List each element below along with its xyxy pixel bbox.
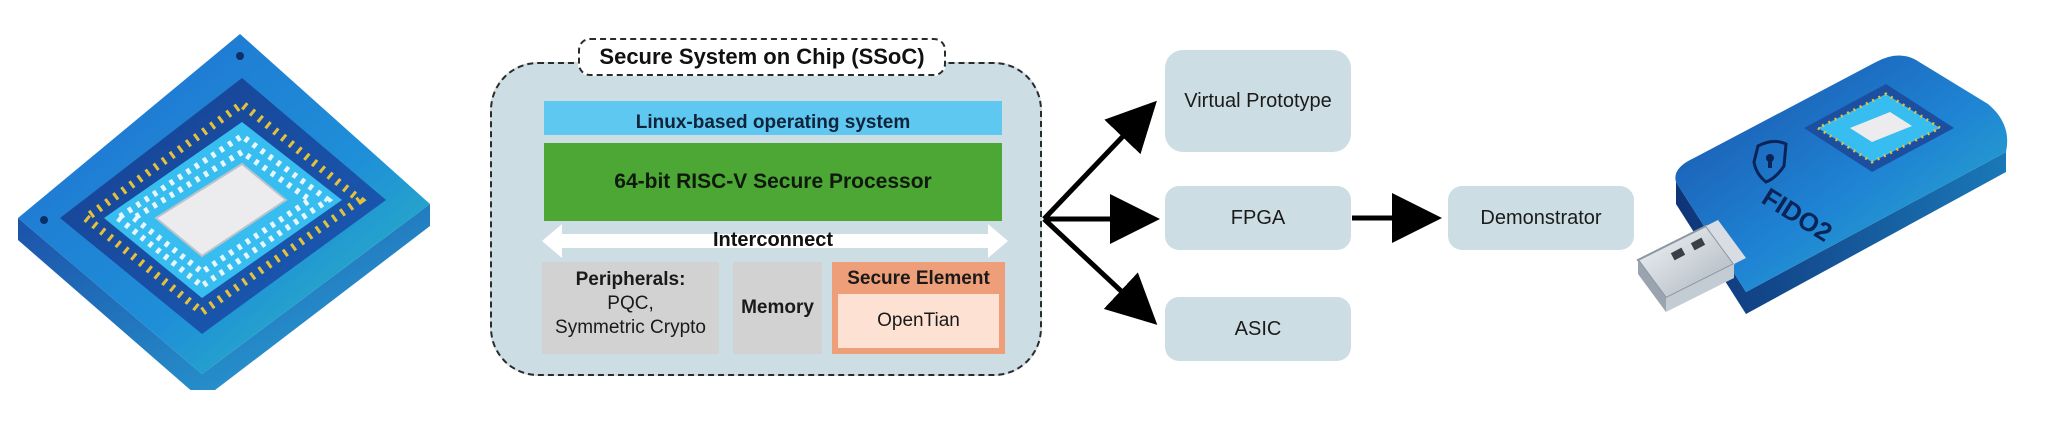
os-layer: Linux-based operating system <box>544 101 1002 135</box>
shield-lock-icon <box>1752 139 1788 184</box>
peripherals-line-1: PQC, <box>607 293 654 314</box>
arrow-to-asic <box>1042 217 1158 325</box>
soc-title: Secure System on Chip (SSoC) <box>578 38 946 76</box>
secure-element-label: Secure Element <box>847 268 990 289</box>
fpga-box: FPGA <box>1165 186 1351 250</box>
processor-block: 64-bit RISC-V Secure Processor <box>544 143 1002 221</box>
arrow-to-virtual-prototype <box>1042 100 1157 221</box>
peripherals-line-2: Symmetric Crypto <box>555 317 706 338</box>
asic-box: ASIC <box>1165 297 1351 361</box>
memory-block: Memory <box>733 262 822 354</box>
interconnect-arrow <box>542 224 1008 258</box>
interconnect-label: Interconnect <box>712 229 834 251</box>
demonstrator-box: Demonstrator <box>1448 186 1634 250</box>
opentian-block: OpenTian <box>838 294 999 348</box>
virtual-prototype-box: Virtual Prototype <box>1165 50 1351 152</box>
peripherals-heading: Peripherals: <box>575 269 686 290</box>
usb-security-key-icon: FIDO2 <box>1636 55 2008 314</box>
peripherals-block: Peripherals: PQC, Symmetric Crypto <box>542 262 719 354</box>
cpu-chip-icon <box>18 34 430 390</box>
